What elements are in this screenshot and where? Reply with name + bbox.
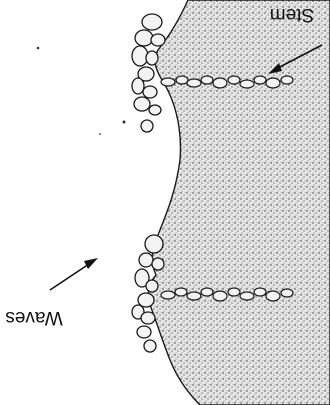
beach-sand [148,0,330,405]
stem-label: Stem [270,4,314,25]
waves-arrow-icon [50,258,98,290]
waves-label: Waves [5,307,62,328]
water-specks [37,47,126,135]
